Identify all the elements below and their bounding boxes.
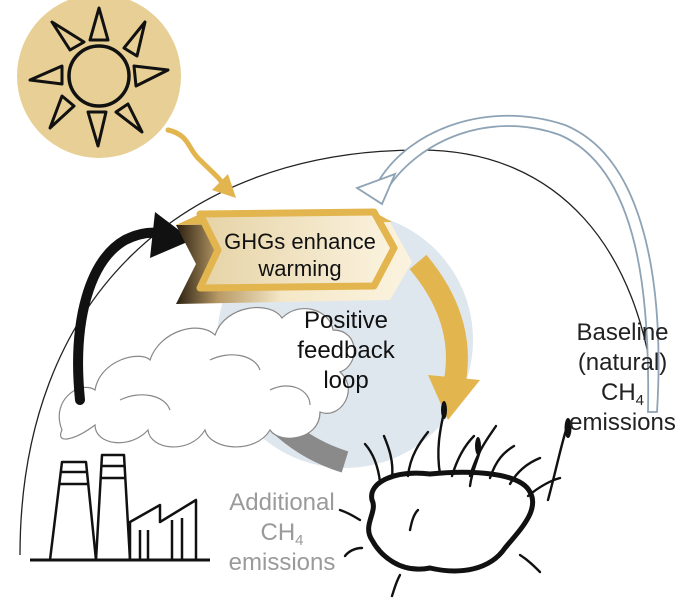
loop-line-3: loop bbox=[323, 367, 369, 394]
additional-ch-subscript: 4 bbox=[295, 532, 304, 549]
additional-emissions-label: Additional CH4 emissions bbox=[212, 488, 352, 578]
baseline-emissions-arrow bbox=[354, 114, 660, 413]
additional-line-1: Additional bbox=[229, 489, 335, 516]
factory-icon bbox=[30, 453, 210, 562]
loop-line-2: feedback bbox=[297, 337, 395, 364]
baseline-line-2: (natural) CH4 bbox=[555, 348, 685, 408]
wetland-icon bbox=[338, 401, 572, 598]
additional-line-2: CH4 bbox=[212, 518, 352, 548]
baseline-line-1: Baseline bbox=[576, 319, 669, 346]
additional-line-3: emissions bbox=[228, 549, 336, 576]
additional-ch-text: CH bbox=[260, 519, 296, 546]
sun-icon bbox=[17, 0, 181, 158]
ghg-banner-line-1: GHGs enhance bbox=[224, 229, 376, 254]
sunlight-arrow bbox=[165, 127, 236, 198]
baseline-ch-text: (natural) CH bbox=[577, 349, 668, 406]
feedback-arrow-down bbox=[409, 254, 480, 420]
ghg-banner-line-2: warming bbox=[258, 256, 342, 281]
baseline-line-3: emissions bbox=[569, 409, 676, 436]
smoke-cloud bbox=[58, 306, 355, 448]
loop-line-1: Positive bbox=[303, 307, 389, 334]
ghg-banner bbox=[176, 208, 412, 304]
baseline-ch-subscript: 4 bbox=[635, 392, 644, 409]
baseline-emissions-label: Baseline (natural) CH4 emissions bbox=[555, 318, 685, 438]
atmosphere-arc bbox=[19, 149, 656, 556]
anthropogenic-emissions-arrow bbox=[73, 212, 192, 405]
feedback-loop-label: Positive feedback loop bbox=[266, 306, 426, 396]
ghg-banner-label: GHGs enhance warming bbox=[200, 228, 400, 282]
